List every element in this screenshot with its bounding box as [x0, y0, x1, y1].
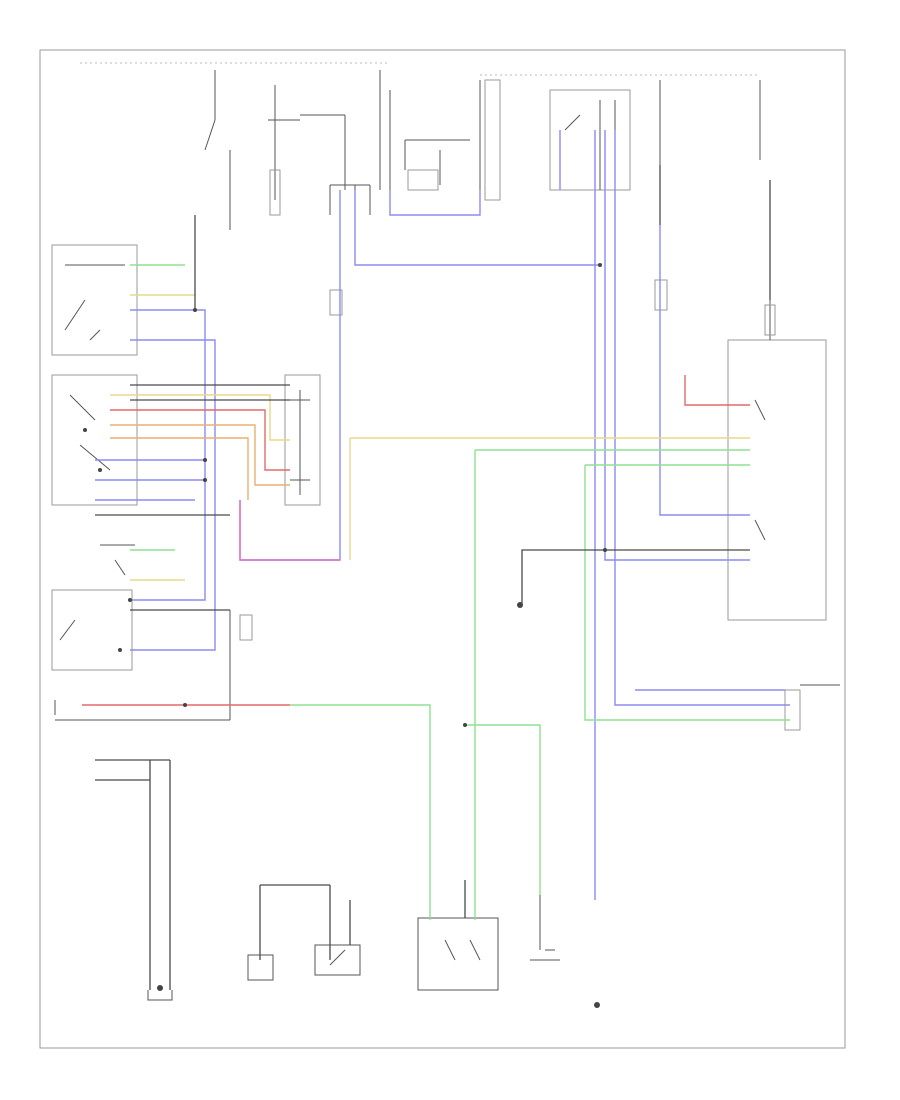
ignition-top	[379, 70, 501, 201]
wires-yellow	[110, 294, 750, 581]
component-bottom-4	[417, 880, 499, 991]
left-connector-strip	[54, 610, 253, 721]
power-bus-top	[80, 62, 760, 76]
top-fuse-area	[204, 70, 371, 230]
right-relay-block	[654, 279, 827, 621]
wires-pink	[239, 500, 340, 561]
ecu-upper-box	[51, 244, 138, 356]
ecu-lower-box	[51, 544, 135, 671]
component-bottom-3	[314, 900, 361, 976]
relay-block-mid	[284, 374, 321, 506]
wires-black	[95, 165, 771, 611]
component-bottom-5	[530, 895, 560, 961]
wires-orange	[110, 424, 290, 500]
main-relay-top	[549, 80, 761, 200]
component-bottom-2	[247, 884, 331, 981]
component-bottom-1	[95, 759, 173, 1001]
ground-points	[517, 602, 600, 1008]
diagram-border	[39, 49, 846, 1049]
wires-green	[130, 264, 790, 920]
fuse-center	[329, 289, 343, 316]
ecu-right-connector	[784, 684, 840, 731]
junction-dots	[118, 263, 607, 727]
ecu-middle-box	[51, 374, 138, 506]
